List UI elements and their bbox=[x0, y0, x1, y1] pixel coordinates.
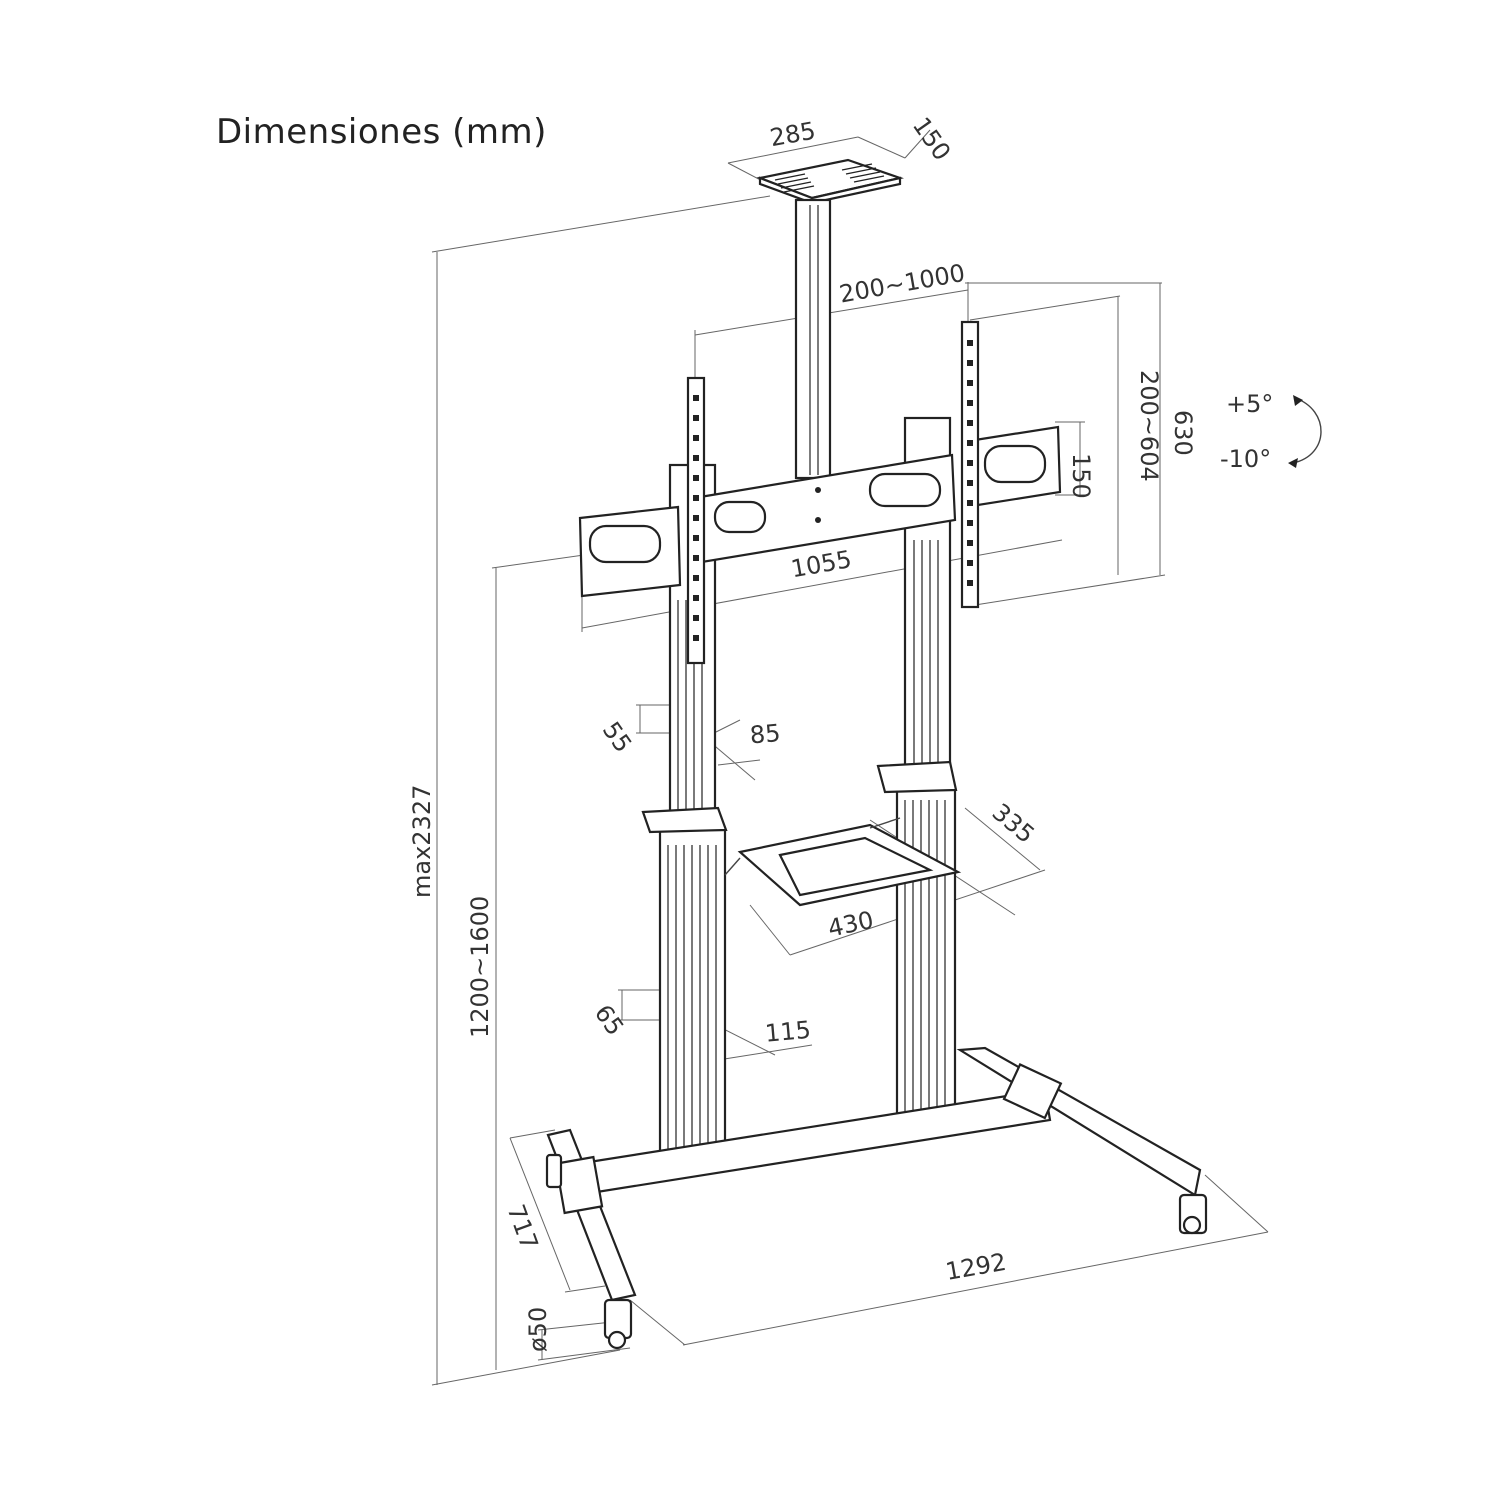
dim-base-width: 1292 bbox=[943, 1248, 1008, 1286]
dim-top-shelf-depth: 150 bbox=[907, 112, 956, 166]
dimension-lines bbox=[431, 129, 1269, 1386]
dim-base-depth: 717 bbox=[501, 1201, 543, 1254]
dim-center-height: 1200~1600 bbox=[466, 896, 494, 1038]
dim-tilt-up: +5° bbox=[1226, 390, 1273, 418]
tilt-arrow-icon bbox=[1288, 395, 1322, 468]
dim-vesa-vertical: 200~604 bbox=[1135, 370, 1163, 482]
dim-bracket-width: 1055 bbox=[789, 545, 854, 583]
dim-lower-pole-width: 115 bbox=[764, 1016, 812, 1048]
dim-lower-pole-depth: 65 bbox=[589, 1000, 629, 1041]
dim-upper-pole-depth: 55 bbox=[597, 717, 637, 758]
dim-total-bracket-height: 630 bbox=[1169, 410, 1197, 456]
dim-shelf-depth: 335 bbox=[987, 798, 1040, 849]
dim-upper-pole-width: 85 bbox=[749, 719, 782, 750]
top-camera-shelf bbox=[756, 158, 904, 480]
dim-bracket-height: 150 bbox=[1067, 453, 1095, 499]
dim-max-height: max2327 bbox=[408, 785, 436, 898]
dimension-labels: 285 150 200~1000 150 200~604 630 +5° -10… bbox=[408, 112, 1273, 1352]
dim-wheel-diameter: ø50 bbox=[524, 1307, 552, 1352]
page-title: Dimensiones (mm) bbox=[216, 112, 547, 152]
tv-bracket bbox=[578, 320, 1062, 665]
base-frame bbox=[545, 1046, 1208, 1350]
dim-tilt-down: -10° bbox=[1220, 445, 1271, 473]
dim-shelf-width: 430 bbox=[825, 906, 876, 943]
middle-shelf bbox=[724, 817, 962, 907]
